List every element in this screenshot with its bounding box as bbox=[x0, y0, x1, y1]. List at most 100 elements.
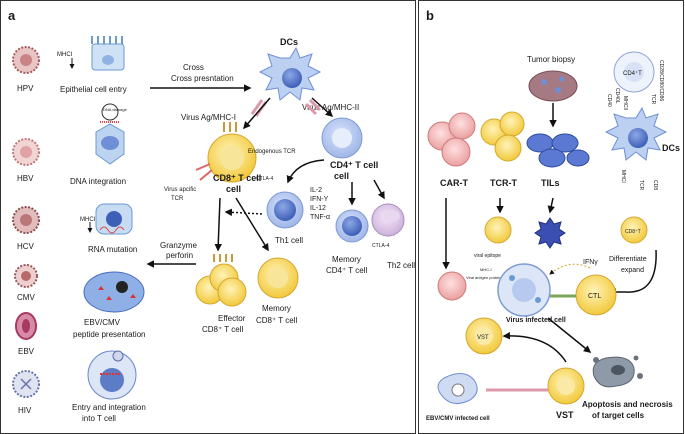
into-t-cell-label: into T cell bbox=[82, 414, 116, 423]
receptor-label-3: TCR bbox=[650, 94, 656, 105]
expand-label: expand bbox=[621, 267, 644, 274]
virus-ag-mhc-i: Virus Ag/MHC-I bbox=[181, 113, 236, 122]
virus-ebv: EBV bbox=[15, 312, 37, 356]
virus-ag-mhc-ii: Virus Ag/MHC-II bbox=[302, 103, 359, 112]
ifn-label: IFNγ bbox=[583, 259, 598, 266]
rna-mutation-cell bbox=[95, 203, 133, 235]
ebv-cmv-infected-cell bbox=[437, 373, 478, 404]
effector-label-2: CD8⁺ T cell bbox=[202, 325, 243, 334]
vst-inner-label: VST bbox=[477, 335, 489, 341]
process-hiv: Entry and integration bbox=[72, 403, 146, 412]
th1-cell bbox=[266, 191, 304, 229]
hiv-t-cell bbox=[87, 350, 137, 400]
receptor-label-1: CD40L bbox=[614, 88, 620, 104]
arrow-tils bbox=[547, 197, 555, 214]
virus-hbv: HBV bbox=[12, 138, 40, 183]
cross-presentation-label: Cross presntation bbox=[171, 74, 234, 83]
virus-infected-label: Virus infected cell bbox=[506, 317, 566, 324]
dc-cell-a bbox=[258, 46, 322, 101]
differentiate-label: Differentiate bbox=[609, 256, 647, 263]
virus-name-hbv: HBV bbox=[17, 174, 34, 183]
receptor-label-0: CD40 bbox=[606, 94, 612, 107]
process-hbv: DNA integration bbox=[70, 177, 126, 186]
arrow-cd8-effector bbox=[214, 197, 222, 252]
mhc-i-receptor bbox=[250, 99, 268, 117]
cd4t-label: CD4⁺T bbox=[623, 70, 642, 77]
tils-label: TILs bbox=[541, 178, 560, 188]
cd4t-cell-b bbox=[613, 51, 655, 93]
arrow-vst bbox=[502, 331, 567, 363]
receptor-label-7: CD8 bbox=[652, 180, 658, 190]
memory-cd8-label-1: Memory bbox=[262, 304, 291, 313]
dna-integration-cell: DNA damage bbox=[95, 103, 128, 165]
virus-name-ebv: EBV bbox=[18, 347, 35, 356]
memory-cd4-cell bbox=[335, 209, 369, 243]
mhci-label-1: MHCI bbox=[57, 52, 73, 58]
ebv-cmv-cell bbox=[83, 271, 145, 313]
virus-specific-tcr-2: TCR bbox=[171, 196, 184, 202]
process-hpv: Epithelial cell entry bbox=[60, 85, 127, 94]
dna-damage-label: DNA damage bbox=[103, 107, 128, 112]
cd4-t-cell-label: CD4⁺ T cell bbox=[330, 160, 378, 170]
effector-label-1: Effector bbox=[218, 314, 246, 323]
car-t-cells bbox=[427, 112, 476, 167]
cytokine-1: IFN-Y bbox=[310, 196, 329, 203]
granzyme-label: Granzyme bbox=[160, 241, 197, 250]
car-t-attack-cell bbox=[437, 271, 467, 301]
endogenous-tcr: Endogenous TCR bbox=[248, 149, 296, 155]
receptor-label-5: MHCI bbox=[620, 170, 626, 183]
cross-presentation-1: Cross bbox=[183, 63, 204, 72]
tumor-biopsy-label: Tumor biopsy bbox=[527, 55, 575, 64]
cytokine-3: TNF-α bbox=[310, 214, 330, 221]
perforin-label: perforin bbox=[166, 251, 193, 260]
epithelial-cells bbox=[91, 36, 125, 71]
dcs-label-b: DCs bbox=[662, 143, 680, 153]
virus-hiv: HIV bbox=[12, 370, 40, 415]
process-cmv: EBV/CMV bbox=[84, 318, 121, 327]
cd8-t-cell-label: CD8⁺ T cell bbox=[213, 173, 261, 183]
apoptotic-cells bbox=[592, 355, 643, 388]
ctl-label: CTL bbox=[588, 293, 601, 300]
arrow-cd4-th2 bbox=[373, 179, 385, 200]
cd8-t-cell-main bbox=[195, 122, 257, 183]
arrow-cd4-th1 bbox=[286, 159, 325, 184]
tcr-t-engaged-cell bbox=[484, 216, 512, 244]
th1-label: Th1 cell bbox=[275, 236, 303, 245]
th2-cell bbox=[371, 203, 405, 237]
tils-cells bbox=[526, 133, 590, 168]
memory-cd4-label-1: Memory bbox=[332, 255, 361, 264]
virus-hpv: HPV bbox=[12, 46, 40, 93]
viral-epitope-label: viral epitope bbox=[474, 253, 501, 259]
virus-name-cmv: CMV bbox=[17, 293, 35, 302]
virus-cmv: CMV bbox=[14, 264, 38, 302]
virus-infected-cell bbox=[497, 263, 551, 317]
cd4-cell-word: cell bbox=[334, 171, 349, 181]
arrow-dc-cd8 bbox=[243, 97, 271, 130]
cd4-t-cell-main bbox=[321, 117, 363, 159]
dc-cell-b bbox=[604, 106, 668, 161]
ctla4-label-th2: CTLA-4 bbox=[372, 243, 389, 249]
cd8t-label: CD8⁺T bbox=[625, 229, 641, 235]
cd8-cell-word: cell bbox=[226, 184, 241, 194]
virus-name-hiv: HIV bbox=[18, 406, 32, 415]
virus-name-hcv: HCV bbox=[17, 242, 35, 251]
arrow-expand-ctl bbox=[608, 249, 657, 296]
arrow-to-apoptosis bbox=[547, 317, 592, 353]
dc-receptor-labels: CD40 CD40L CD28/CD80/CD86 TCR MHCII MHCI… bbox=[606, 60, 664, 191]
process-hcv: RNA mutation bbox=[88, 245, 137, 254]
arrow-dc-cd4 bbox=[311, 97, 334, 118]
car-t-label: CAR-T bbox=[440, 178, 468, 188]
vst-cell bbox=[465, 317, 503, 355]
ctla4-label-a: CTLA-4 bbox=[256, 176, 273, 182]
panel-a-label: a bbox=[8, 8, 16, 23]
virus-name-hpv: HPV bbox=[17, 84, 34, 93]
receptor-label-4: MHCII bbox=[622, 96, 628, 110]
virus-hcv: HCV bbox=[12, 206, 40, 251]
virus-specific-tcr-1: Virus apcific bbox=[164, 187, 196, 193]
effector-cd8-cells bbox=[195, 254, 247, 307]
cytokine-2: IL-12 bbox=[310, 205, 326, 212]
th2-label: Th2 cell bbox=[387, 261, 415, 270]
memory-cd4-label-2: CD4⁺ T cell bbox=[326, 266, 367, 275]
memory-cd8-label-2: CD8⁺ T cell bbox=[256, 316, 297, 325]
viral-antigen-label: Viral antigen protein bbox=[466, 275, 502, 280]
